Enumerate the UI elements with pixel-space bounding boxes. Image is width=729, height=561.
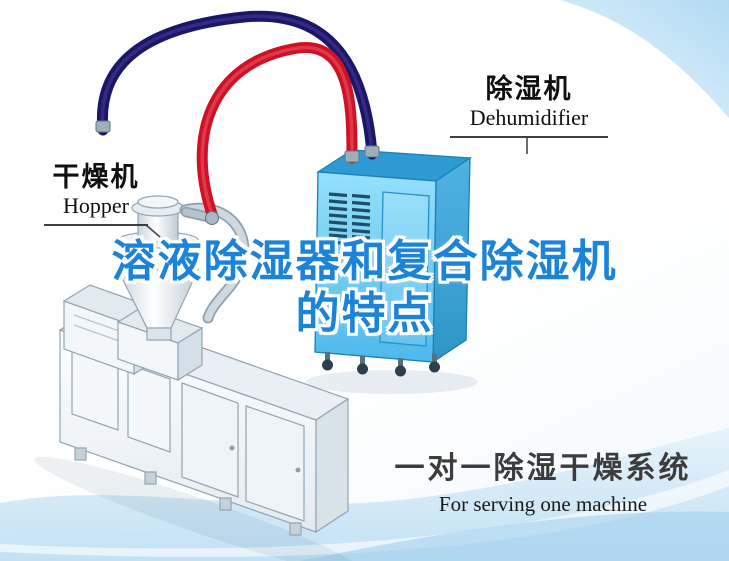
- bottom-wave-highlight: [0, 470, 729, 557]
- corner-accent: [560, 0, 729, 118]
- vent-grille-icon: [328, 192, 371, 247]
- cabinet-shadow: [306, 370, 478, 394]
- machine-shadow: [34, 456, 366, 561]
- navy-hose: [96, 10, 378, 160]
- cabinet-door: [379, 191, 430, 347]
- hopper-label-en: Hopper: [63, 193, 129, 218]
- dehumidifier-cabinet: [306, 149, 478, 394]
- hopper-funnel: [117, 195, 199, 341]
- hose-fittings: [95, 120, 380, 225]
- hopper-label-zh: 干燥机: [52, 162, 140, 192]
- bottom-caption: 一对一除湿干燥系统 For serving one machine: [388, 450, 698, 518]
- page-title-line1: 溶液除湿器和复合除湿机: [111, 237, 618, 286]
- bottom-caption-en: For serving one machine: [438, 492, 648, 516]
- hoses: [96, 10, 378, 223]
- bottom-caption-zh: 一对一除湿干燥系统: [394, 452, 692, 485]
- hopper-leader-line: [145, 224, 181, 255]
- hopper-label: 干燥机 Hopper: [44, 162, 148, 226]
- door-handle: [419, 258, 424, 274]
- bottom-wave-deep: [300, 511, 729, 561]
- caster-wheels: [322, 352, 440, 377]
- hopper-machine-illustration: [34, 284, 366, 561]
- dehumidifier-label: 除湿机 Dehumidifier: [450, 74, 608, 138]
- page-title: 溶液除湿器和复合除湿机 的特点: [0, 236, 729, 340]
- dehumidifier-label-en: Dehumidifier: [469, 105, 589, 130]
- dehumidifier-label-zh: 除湿机: [485, 74, 573, 104]
- leader-lines: [145, 138, 528, 255]
- page-title-line2: 的特点: [295, 289, 434, 338]
